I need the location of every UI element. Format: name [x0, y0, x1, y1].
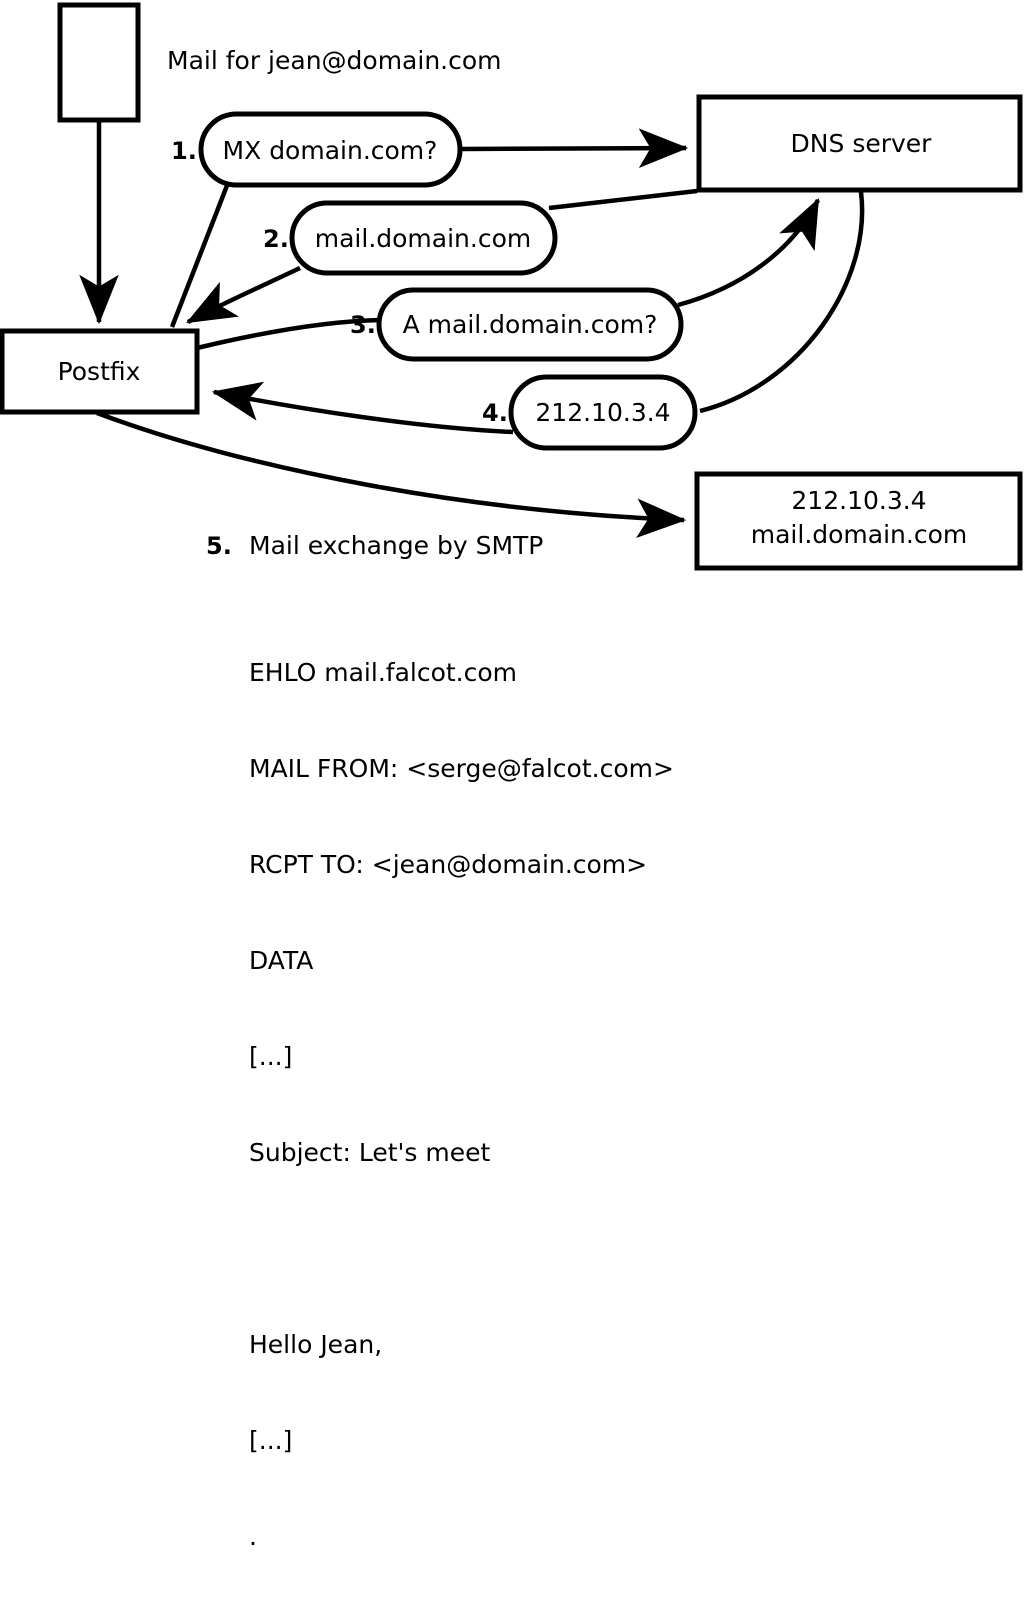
edge-dns-to-step2-bubble: [548, 188, 698, 211]
smtp-line-blank: [249, 1233, 674, 1265]
step-2-bubble: [289, 200, 558, 276]
mail-routing-diagram: Postfix DNS server 212.10.3.4 mail.domai…: [0, 2, 1023, 1551]
edge-postfix-to-mailserver-smtp: [96, 410, 687, 539]
edge-postfix-to-step1-bubble: [169, 182, 231, 328]
step-4-label: 212.10.3.4: [535, 398, 670, 427]
step-3-bubble: [376, 287, 684, 362]
edge-step4-to-postfix: [211, 381, 514, 435]
step-4-bubble: [508, 374, 698, 451]
diagram-canvas: Postfix DNS server 212.10.3.4 mail.domai…: [0, 2, 1023, 571]
smtp-line: DATA: [249, 946, 314, 975]
smtp-line: EHLO mail.falcot.com: [249, 658, 518, 687]
smtp-transcript: EHLO mail.falcot.com MAIL FROM: <serge@f…: [249, 593, 674, 1617]
smtp-line: [...]: [249, 1042, 293, 1071]
edge-step2-to-postfix: [186, 265, 301, 324]
edge-postfix-to-step3-bubble: [196, 317, 382, 351]
smtp-line: RCPT TO: <jean@domain.com>: [249, 850, 648, 879]
smtp-line: Hello Jean,: [249, 1330, 383, 1359]
postfix-box: [0, 328, 200, 415]
edge-dns-to-step4-bubble: [699, 191, 865, 414]
step-3-label: A mail.domain.com?: [403, 310, 658, 339]
edge-step3-to-dns: [677, 197, 821, 308]
step-5-number: 5.: [206, 532, 232, 560]
smtp-line: Subject: Let's meet: [249, 1138, 491, 1167]
source-box: [57, 2, 141, 123]
step-4-number: 4.: [482, 399, 508, 427]
step-3-number: 3.: [350, 311, 376, 339]
mail-server-host-label: mail.domain.com: [751, 520, 967, 549]
dns-server-box: [696, 94, 1023, 193]
step-1-bubble: [198, 111, 463, 188]
dns-server-label: DNS server: [791, 129, 933, 158]
smtp-line: .: [249, 1522, 257, 1551]
step-2-label: mail.domain.com: [315, 224, 531, 253]
step-1-label: MX domain.com?: [223, 136, 438, 165]
edge-step1-to-dns: [461, 128, 689, 169]
mail-server-box: [694, 471, 1023, 571]
incoming-mail-caption: Mail for jean@domain.com: [167, 46, 502, 75]
step-1-number: 1.: [171, 137, 197, 165]
postfix-label: Postfix: [58, 357, 141, 386]
step-2-number: 2.: [263, 225, 289, 253]
smtp-line: MAIL FROM: <serge@falcot.com>: [249, 754, 674, 783]
mail-server-ip-label: 212.10.3.4: [791, 486, 926, 515]
smtp-line: [...]: [249, 1426, 293, 1455]
step-5-label: Mail exchange by SMTP: [249, 531, 543, 560]
